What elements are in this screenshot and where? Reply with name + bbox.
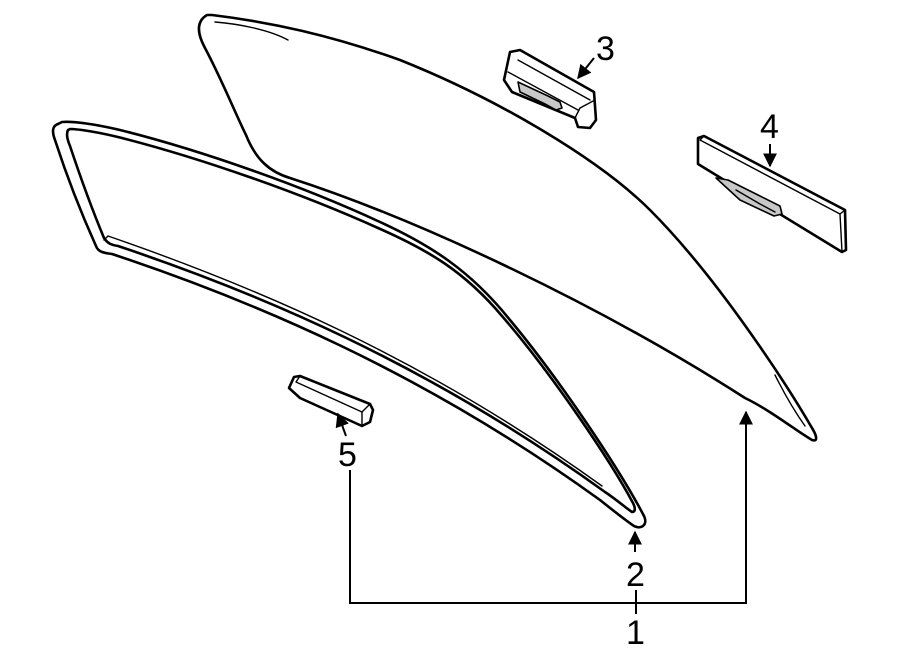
stopper-part-5	[287, 374, 375, 428]
molding-part-2	[51, 120, 647, 529]
spacer-part-4	[696, 134, 848, 254]
callout-4: 4	[760, 108, 779, 146]
callout-3: 3	[596, 30, 615, 68]
leader-arrow-3	[577, 57, 595, 80]
back-glass-part-1	[197, 13, 818, 442]
clip-part-3	[502, 48, 598, 130]
leader-bracket-1	[349, 410, 753, 604]
callout-1: 1	[626, 614, 645, 652]
callout-2: 2	[626, 556, 645, 594]
leader-lines	[335, 57, 777, 614]
callout-5: 5	[338, 436, 357, 474]
leader-arrow-5	[335, 412, 349, 437]
callouts: 3 4 5 2 1	[338, 30, 779, 652]
